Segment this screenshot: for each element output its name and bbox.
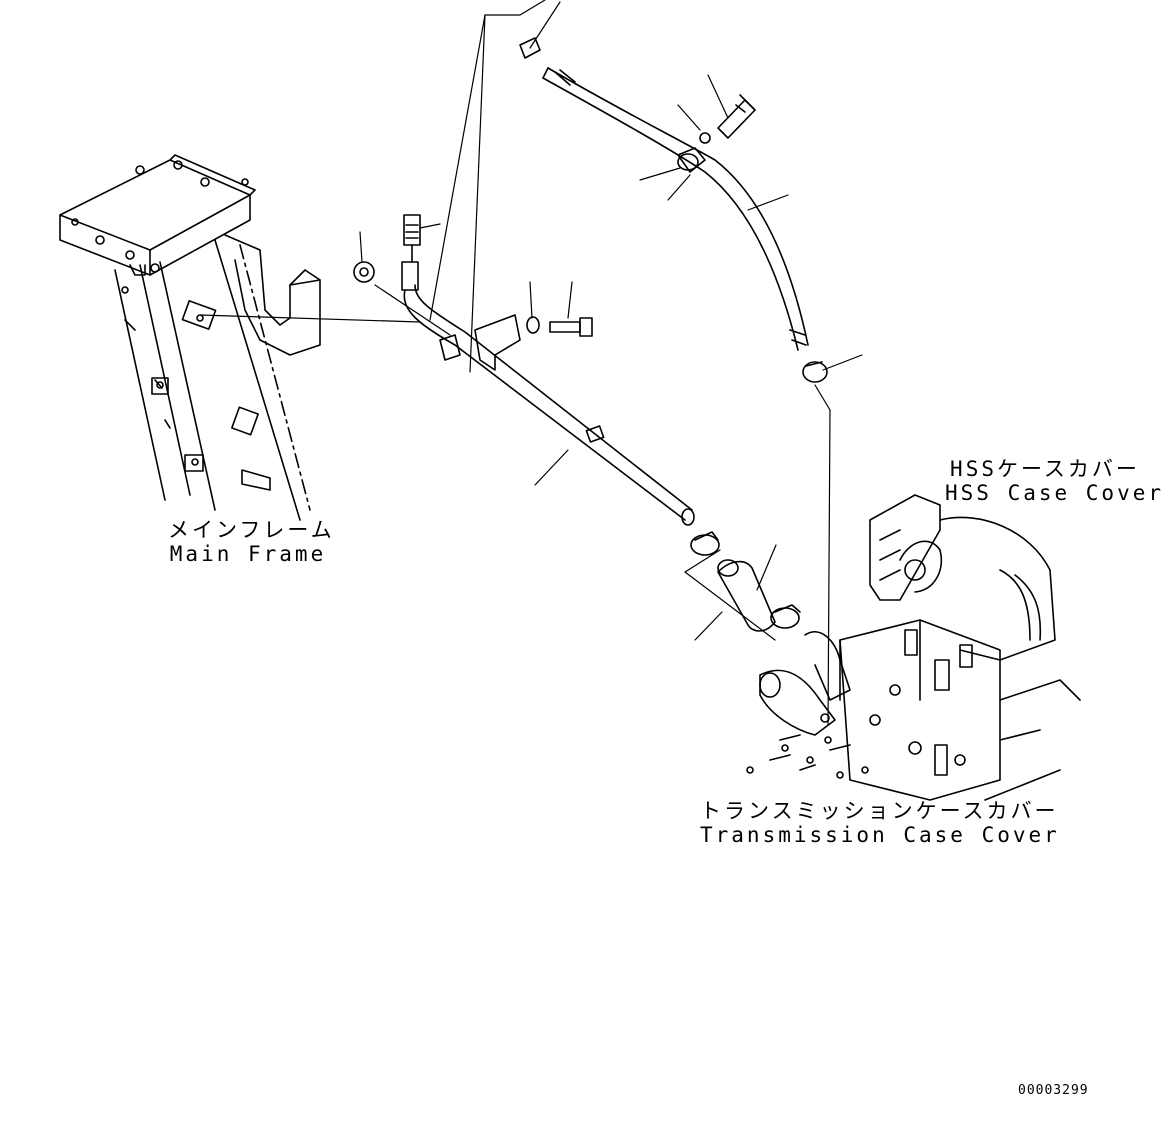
drawing-code: 00003299 xyxy=(1018,1083,1089,1098)
hss-case-cover-label-en: HSS Case Cover xyxy=(945,481,1165,505)
main-frame-label-ja: メインフレーム xyxy=(168,518,335,542)
hose-clamp-lower xyxy=(802,361,828,383)
bolt-upper xyxy=(699,94,756,144)
hose-clip xyxy=(677,147,706,173)
hose-clamps-and-sleeve xyxy=(690,531,801,632)
transmission-case-part xyxy=(746,494,1081,801)
transmission-case-cover-label-ja: トランスミッションケースカバー xyxy=(700,799,1059,823)
washer-and-bolt xyxy=(526,316,593,337)
hss-case-cover-label: HSSケースカバー HSS Case Cover xyxy=(945,457,1165,505)
main-frame-label-en: Main Frame xyxy=(169,542,327,566)
leader-lines xyxy=(199,0,863,726)
elbow-nut-top xyxy=(519,37,541,59)
transmission-case-cover-label-en: Transmission Case Cover xyxy=(700,823,1060,847)
main-frame-label: メインフレーム Main Frame xyxy=(168,518,335,566)
hss-case-cover-label-ja: HSSケースカバー xyxy=(950,457,1140,481)
nut-left xyxy=(353,261,375,283)
transmission-case-cover-label: トランスミッションケースカバー Transmission Case Cover xyxy=(700,799,1060,847)
main-frame-part xyxy=(59,154,321,521)
tube-assembly xyxy=(401,214,695,526)
hose-upper xyxy=(542,67,809,351)
